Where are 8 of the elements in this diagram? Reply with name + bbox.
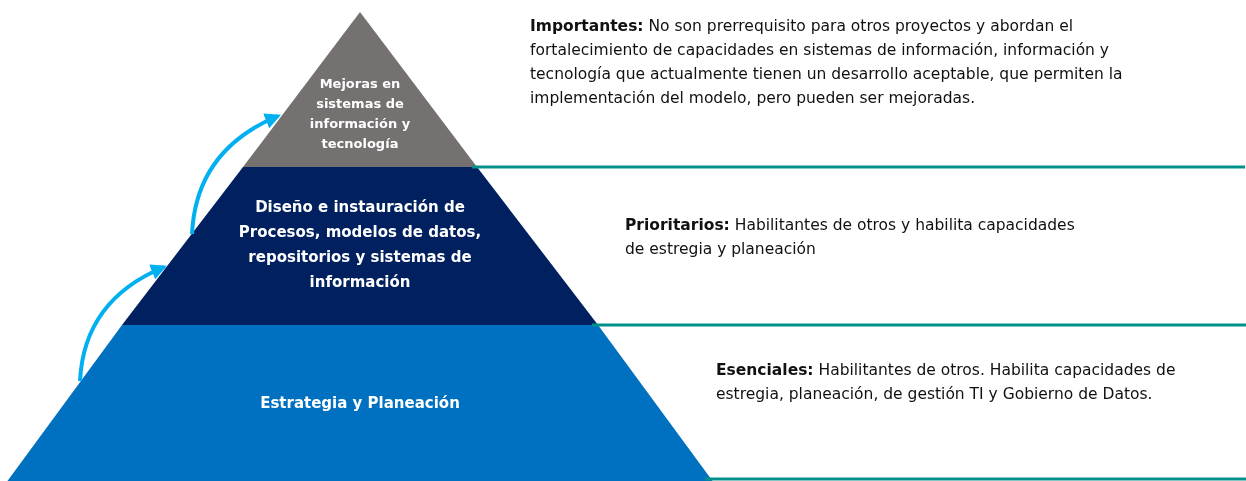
tier-label: Diseño e instauración de Procesos, modelos de datos, repositorios y sistemas de información [237,197,483,293]
tier-description: Esenciales: Habilitantes de otros. Habilita capacidades de estregia, planeación, de gestión TI y Gobierno de Datos. [716,360,1177,405]
tier-description: Importantes: No son prerrequisito para otros proyectos y abordan el fortalecimiento de capacidades en sistemas de información, información y tecnología que actualmente tienen un desarrollo aceptable, que permiten la implementación del modelo, pero pueden ser mejoradas. [530,16,1124,109]
tier-label: Mejoras en sistemas de información y tecnología [308,75,412,153]
curved-arrow [78,265,167,382]
tier-description: Prioritarios: Habilitantes de otros y habilita capacidades de estregia y planeación [625,215,1076,260]
tier-label: Estrategia y Planeación [259,393,461,414]
curved-arrow [190,114,281,235]
